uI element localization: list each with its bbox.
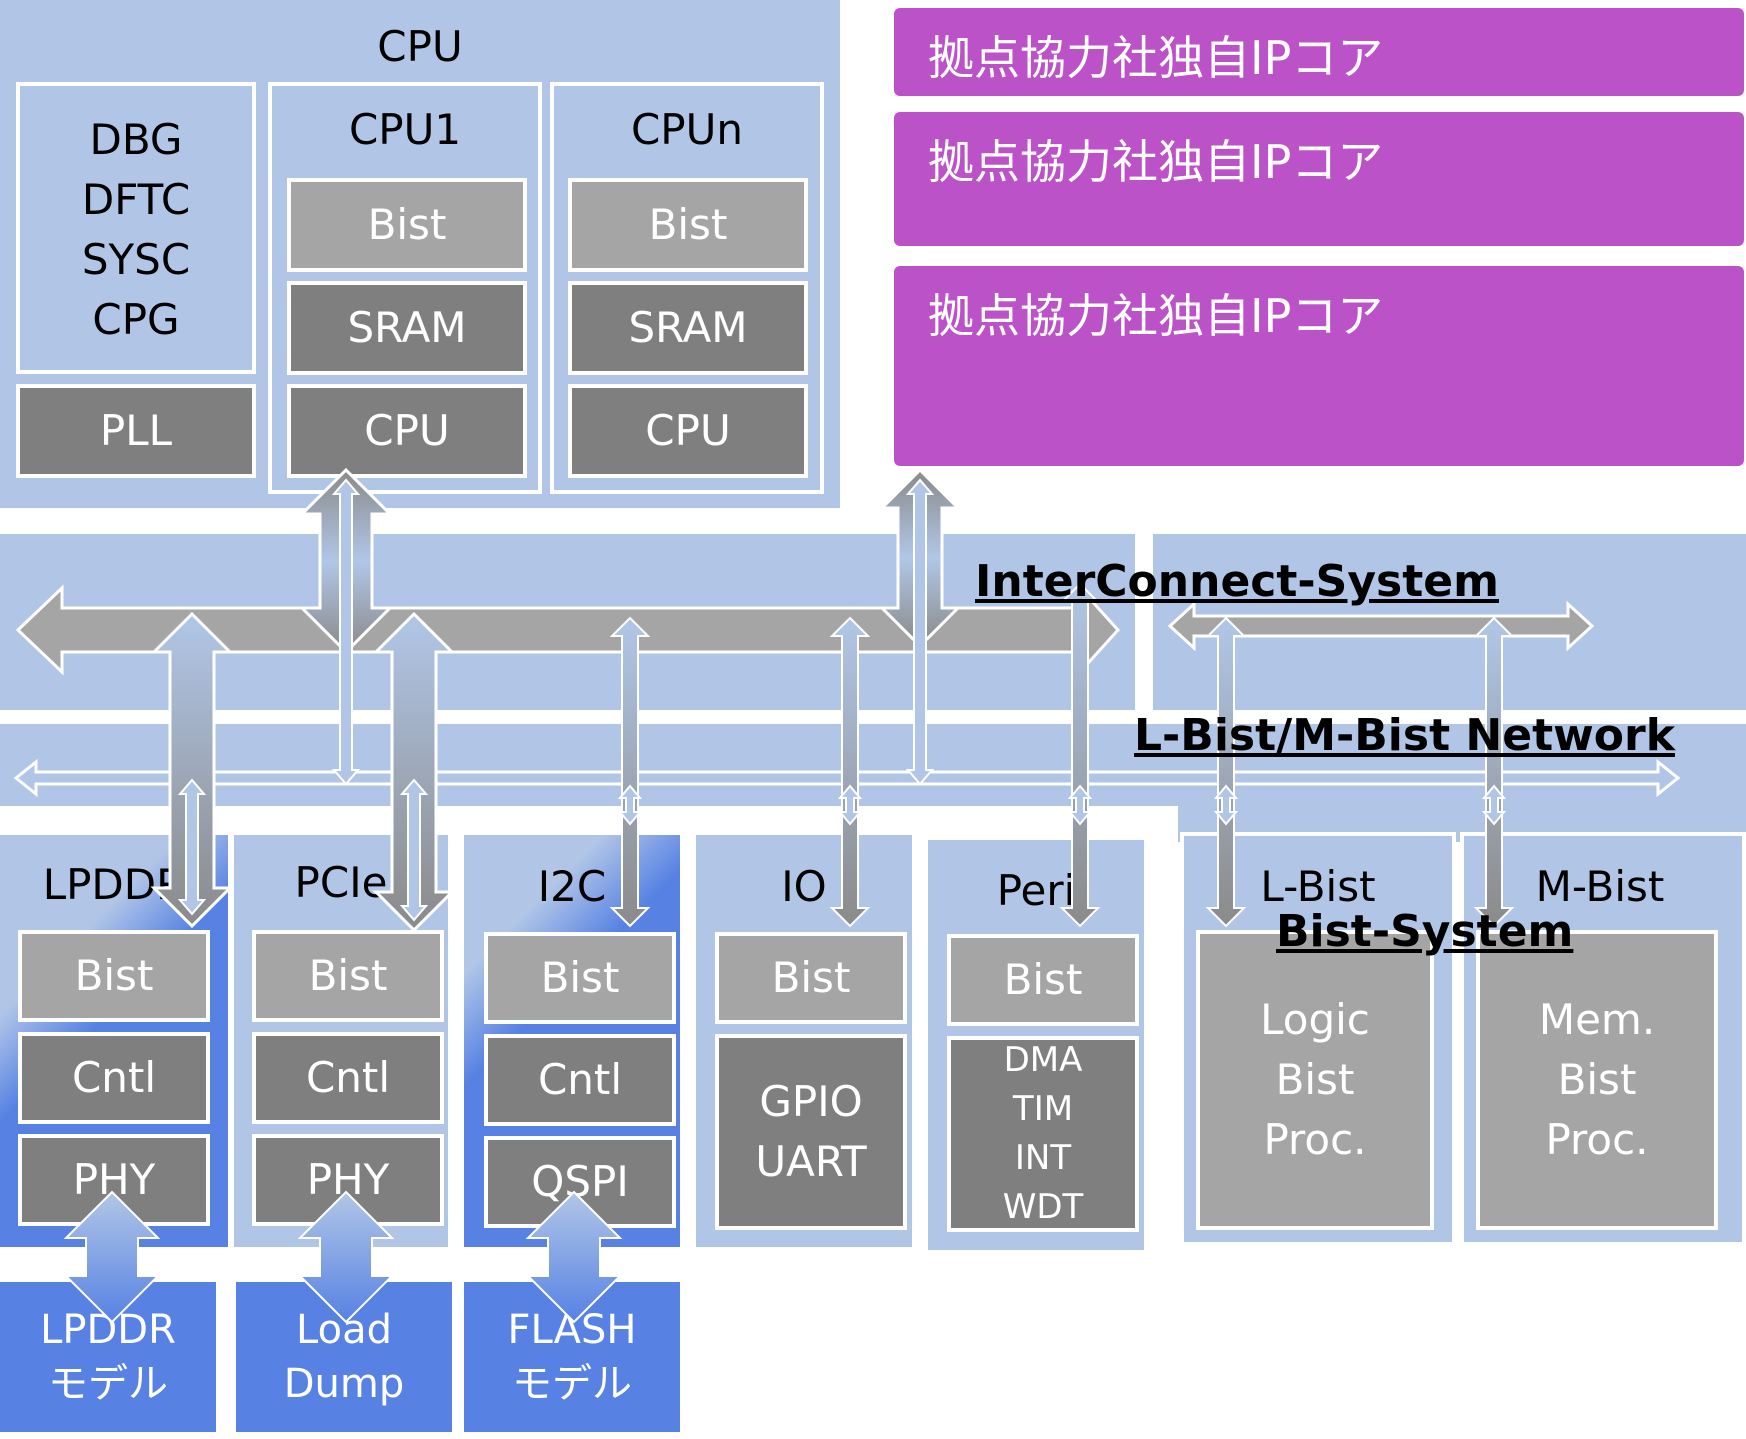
flash-model-arrow — [525, 1190, 623, 1324]
lbist-line-bist: Bist — [1275, 1055, 1355, 1104]
cpun-sram: SRAM — [568, 281, 808, 375]
ip-core-3: 拠点協力社独自IPコア — [894, 266, 1744, 466]
cpu1-bist: Bist — [287, 178, 527, 272]
flash-model-line-2: モデル — [512, 1361, 632, 1407]
pcie-title: PCIe — [294, 858, 388, 907]
lpddr-cntl: Cntl — [18, 1032, 210, 1124]
mbist-title: M-Bist — [1535, 862, 1665, 911]
cpu1-cpu: CPU — [287, 384, 527, 478]
debug-labels: DBG DFTC SYSC CPG — [16, 110, 256, 350]
mbist-arrow — [1473, 616, 1515, 928]
debug-box — [16, 82, 256, 374]
i2c-arrow — [609, 616, 651, 928]
peri-arrow — [1059, 582, 1101, 928]
io-bist: Bist — [715, 932, 907, 1024]
lbist-bist-arrow — [1213, 784, 1239, 826]
bist-network-band — [0, 724, 1746, 806]
debug-line-dbg: DBG — [89, 115, 183, 164]
io-arrow — [829, 616, 871, 928]
cpu-block-title: CPU — [377, 22, 463, 71]
cpun-bist: Bist — [568, 178, 808, 272]
interconnect-right-arrow — [1167, 600, 1595, 652]
peri-line-int: INT — [1014, 1138, 1072, 1178]
ip-core-1: 拠点協力社独自IPコア — [894, 8, 1744, 96]
peri-line-dma: DMA — [1003, 1040, 1083, 1080]
i2c-cntl: Cntl — [484, 1034, 676, 1126]
pcie-bist-arrow — [399, 778, 429, 922]
i2c-bist-arrow — [617, 784, 643, 826]
lpddr-model-line-2: モデル — [48, 1361, 168, 1407]
mbist-proc: Mem. Bist Proc. — [1476, 930, 1718, 1230]
bist-system-divider — [1174, 806, 1178, 1246]
lbist-line-proc: Proc. — [1263, 1115, 1367, 1164]
load-dump-line-2: Dump — [283, 1361, 405, 1407]
lbist-title: L-Bist — [1260, 862, 1376, 911]
interconnect-title: InterConnect-System — [975, 556, 1499, 607]
lpddr-title: LPDDR — [42, 860, 186, 909]
io-title: IO — [781, 862, 827, 911]
peri-bist-arrow — [1067, 784, 1093, 826]
i2c-bist: Bist — [484, 932, 676, 1024]
load-dump-arrow — [297, 1190, 395, 1324]
cpun-cpu: CPU — [568, 384, 808, 478]
pll-box: PLL — [16, 384, 256, 478]
peri-title: Peri — [996, 866, 1076, 915]
lpddr-bist-arrow — [177, 778, 207, 916]
mbist-line-mem: Mem. — [1538, 995, 1656, 1044]
debug-line-cpg: CPG — [92, 295, 180, 344]
peri-bist: Bist — [947, 934, 1139, 1026]
lpddr-model-arrow — [63, 1190, 161, 1324]
pcie-bist: Bist — [252, 930, 444, 1022]
io-bist-arrow — [837, 784, 863, 826]
lbist-proc: Logic Bist Proc. — [1196, 930, 1434, 1230]
io-line-uart: UART — [755, 1137, 867, 1186]
io-line-gpio: GPIO — [759, 1077, 863, 1126]
cpu1-bist-arrow — [331, 478, 361, 786]
debug-line-sysc: SYSC — [81, 235, 191, 284]
peri-line-wdt: WDT — [1002, 1187, 1084, 1227]
mbist-bist-arrow — [1481, 784, 1507, 826]
cpu1-sram: SRAM — [287, 281, 527, 375]
peri-dma-tim-int-wdt: DMA TIM INT WDT — [947, 1036, 1139, 1232]
debug-line-dftc: DFTC — [81, 175, 191, 224]
lbist-arrow — [1205, 616, 1247, 928]
cpu1-title: CPU1 — [348, 105, 462, 154]
io-gpio-uart: GPIO UART — [715, 1034, 907, 1230]
i2c-title: I2C — [537, 862, 607, 911]
mbist-line-bist: Bist — [1557, 1055, 1637, 1104]
peri-line-tim: TIM — [1012, 1089, 1074, 1129]
lpddr-interconnect-arrow — [150, 611, 234, 929]
ip-core-2: 拠点協力社独自IPコア — [894, 112, 1744, 246]
lpddr-bist: Bist — [18, 930, 210, 1022]
pcie-interconnect-arrow — [372, 611, 456, 933]
bist-system-title: Bist-System — [1276, 906, 1574, 957]
ipcore-bist-arrow — [905, 478, 935, 786]
mbist-line-proc: Proc. — [1545, 1115, 1649, 1164]
cpun-title: CPUn — [630, 105, 743, 154]
lbist-line-logic: Logic — [1260, 995, 1370, 1044]
pcie-cntl: Cntl — [252, 1032, 444, 1124]
bist-network-title: L-Bist/M-Bist Network — [1134, 710, 1675, 761]
